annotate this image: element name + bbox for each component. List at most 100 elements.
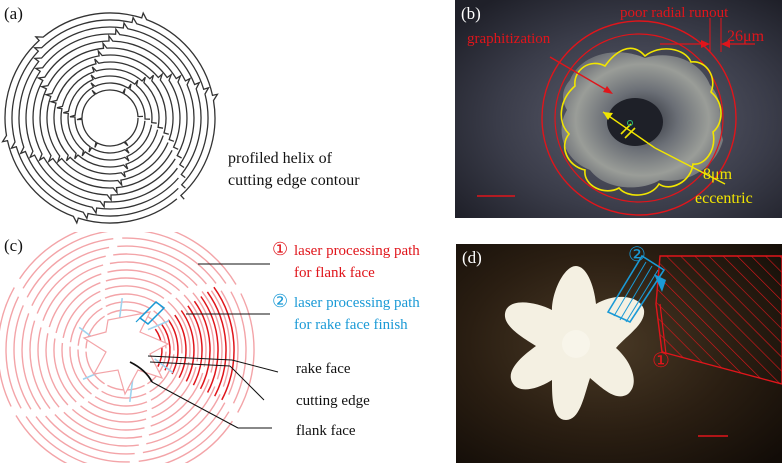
pink-path-arc — [143, 232, 227, 284]
pink-path-arc — [53, 338, 77, 403]
pink-path-arc — [85, 351, 105, 385]
helix-ring — [10, 15, 210, 221]
pink-path-arc — [87, 401, 148, 415]
flank-face-label: flank face — [296, 423, 356, 439]
rake-finish-region — [606, 254, 666, 324]
helix-caption-line1: profiled helix of — [228, 150, 332, 167]
cutting-edge-line — [129, 361, 153, 383]
pink-path-arc — [101, 390, 147, 399]
pink-path-arc — [113, 253, 198, 286]
pink-path-arc — [146, 386, 216, 445]
helix-ring — [18, 21, 202, 215]
eccentric-label: eccentric — [695, 190, 753, 207]
path2-line2: for rake face finish — [294, 317, 408, 333]
pink-path-arc — [25, 416, 88, 463]
flank-path-arc — [200, 296, 219, 393]
flank-path-arc — [180, 310, 195, 382]
pink-path-arc — [164, 411, 230, 463]
runout-outer-circle — [541, 20, 737, 216]
pink-path-arc — [142, 394, 221, 454]
path1-line2: for flank face — [294, 265, 375, 281]
pink-path-arc — [61, 342, 85, 399]
helix-ring — [63, 74, 157, 162]
pink-path-arc — [220, 290, 239, 395]
pink-path-arc — [63, 411, 143, 439]
marker-1: ① — [652, 350, 670, 372]
panel-c-label: (c) — [4, 236, 23, 255]
pink-path-arc — [31, 246, 110, 306]
pink-path-arc — [69, 299, 102, 343]
rake-path-mark — [154, 358, 174, 374]
panel-b-label: (b) — [461, 4, 481, 23]
helix-ring — [56, 66, 164, 170]
panel-d-micrograph: (d) ② ① — [456, 244, 782, 463]
panel-b-micrograph: (b) graphitization poor radial runout 26… — [455, 0, 782, 218]
helix-ring — [76, 88, 144, 148]
pink-path-arc — [94, 396, 148, 407]
pink-path-arc — [35, 416, 130, 463]
pink-path-arc — [48, 273, 102, 328]
pink-path-arc — [192, 292, 215, 373]
pink-path-arc — [22, 232, 109, 289]
rake-path-mark — [147, 320, 170, 331]
pink-path-arc — [160, 305, 183, 354]
helix-spiral-figure — [1, 11, 219, 225]
pink-path-arc — [62, 290, 101, 339]
helix-ring — [39, 41, 181, 195]
pink-path-arc — [105, 301, 151, 310]
pink-path-arc — [151, 366, 197, 418]
cutting-edge-contour — [560, 47, 722, 196]
pink-path-arc — [36, 255, 106, 314]
pink-path-arc — [107, 269, 181, 292]
pink-path-arc — [45, 333, 69, 406]
flank-path-arc — [213, 286, 235, 401]
helix-ring — [48, 58, 169, 178]
pink-path-arc — [69, 346, 92, 395]
pink-path-arc — [80, 405, 147, 423]
panel-a: (a) profiled helix of cutting edge conto… — [0, 0, 380, 232]
panel-d-label: (d) — [462, 248, 482, 267]
micrograph-b-overlay — [455, 0, 782, 218]
flank-path-arc — [161, 323, 171, 371]
pink-path-arc — [45, 415, 135, 455]
pink-path-arc — [151, 361, 190, 410]
runout-value: 26μm — [727, 28, 765, 45]
pink-path-arc — [210, 290, 231, 387]
pink-path-arc — [122, 237, 217, 284]
path2-number: ② — [272, 291, 289, 311]
helix-ring — [32, 34, 188, 202]
flank-path-arc — [206, 291, 227, 397]
helix-ring — [43, 48, 175, 188]
pink-path-arc — [153, 310, 175, 351]
flank-path-arc — [174, 314, 187, 379]
rake-path-mark — [129, 379, 134, 403]
runout-inner-circle — [554, 33, 724, 203]
pink-path-arc — [85, 315, 105, 349]
graphitization-label: graphitization — [467, 31, 551, 47]
pink-path-arc — [54, 414, 139, 447]
path2-line1: laser processing path — [294, 295, 420, 311]
path1-number: ① — [272, 239, 289, 259]
pink-path-arc — [173, 232, 237, 285]
helix-ring — [1, 11, 219, 225]
marker-2: ② — [628, 244, 646, 266]
tool-star-outline — [82, 311, 170, 396]
pink-path-arc — [201, 290, 223, 380]
pink-path-arc — [42, 264, 104, 321]
pink-path-arc — [13, 305, 32, 410]
pink-path-arc — [71, 408, 145, 431]
micrograph-d-overlay — [456, 244, 782, 463]
helix-caption-line2: cutting edge contour — [228, 172, 360, 189]
pink-path-arc — [0, 287, 15, 407]
pink-path-arc — [29, 320, 51, 410]
pink-path-arc — [230, 291, 247, 404]
cutting-edge-label: cutting edge — [296, 393, 370, 409]
flank-path-arc — [167, 319, 179, 375]
pink-path-arc — [237, 293, 255, 413]
pink-path-arc — [26, 238, 114, 298]
pink-path-arc — [150, 372, 204, 427]
helix-ring — [25, 27, 195, 209]
pink-path-arc — [117, 245, 207, 285]
pink-path-arc — [21, 313, 42, 410]
pink-path-arc — [19, 232, 79, 280]
